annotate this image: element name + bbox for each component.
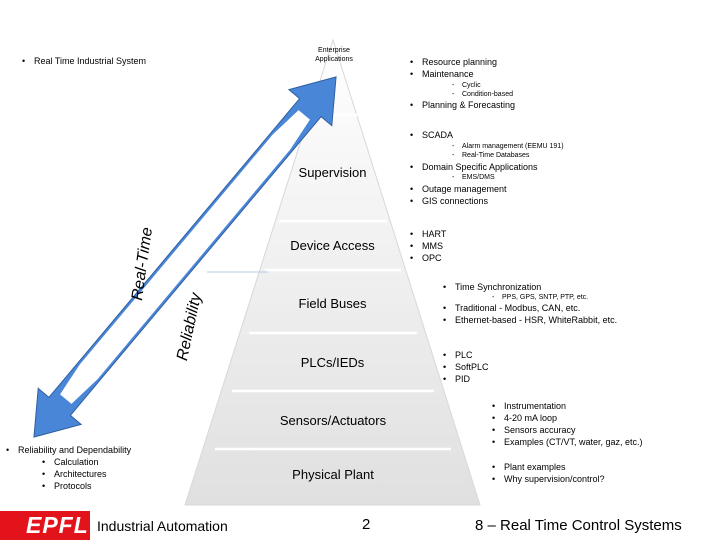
tier-device-access: Device Access: [290, 238, 375, 253]
domain-sub: -EMS/DMS: [452, 174, 495, 181]
plc-notes: •PLC •SoftPLC •PID: [443, 350, 489, 384]
sensor-notes: •Instrumentation •4-20 mA loop •Sensors …: [492, 401, 643, 447]
tier-sensors: Sensors/Actuators: [279, 413, 387, 428]
domain-note: •Domain Specific Applications: [410, 162, 538, 172]
scada-note: •SCADA: [410, 130, 454, 140]
footer-course: Industrial Automation: [97, 518, 228, 534]
planning-note: •Planning & Forecasting: [410, 100, 516, 110]
footer-page-number: 2: [362, 516, 371, 533]
note-real-time-system: •Real Time Industrial System: [22, 56, 147, 66]
device-notes: •HART •MMS •OPC: [410, 229, 447, 263]
plant-notes: •Plant examples •Why supervision/control…: [492, 462, 605, 484]
tier-plcs: PLCs/IEDs: [300, 355, 365, 370]
timesync-note: •Time Synchronization: [443, 282, 542, 292]
enterprise-notes: •Resource planning •Maintenance: [410, 57, 498, 79]
field-notes: •Traditional - Modbus, CAN, etc. •Ethern…: [443, 303, 618, 325]
tier-field-buses: Field Buses: [298, 296, 367, 311]
scada-sub: -Alarm management (EEMU 191) -Real-Time …: [452, 143, 564, 159]
tier-plant: Physical Plant: [292, 467, 374, 482]
tier-supervision: Supervision: [298, 165, 367, 180]
footer-chapter: 8 – Real Time Control Systems: [475, 517, 682, 534]
note-reliability: •Reliability and Dependability •Calculat…: [6, 445, 132, 491]
timesync-sub: -PPS, GPS, SNTP, PTP, etc.: [492, 294, 589, 301]
realtime-reliability-arrow: [33, 76, 337, 438]
tier-enterprise: Enterprise Applications: [315, 47, 353, 63]
outage-notes: •Outage management •GIS connections: [410, 184, 507, 206]
maintenance-sub: -Cyclic -Condition-based: [452, 82, 513, 98]
footer-logo-block: EPFL: [0, 511, 90, 540]
epfl-logo: EPFL: [26, 512, 89, 538]
